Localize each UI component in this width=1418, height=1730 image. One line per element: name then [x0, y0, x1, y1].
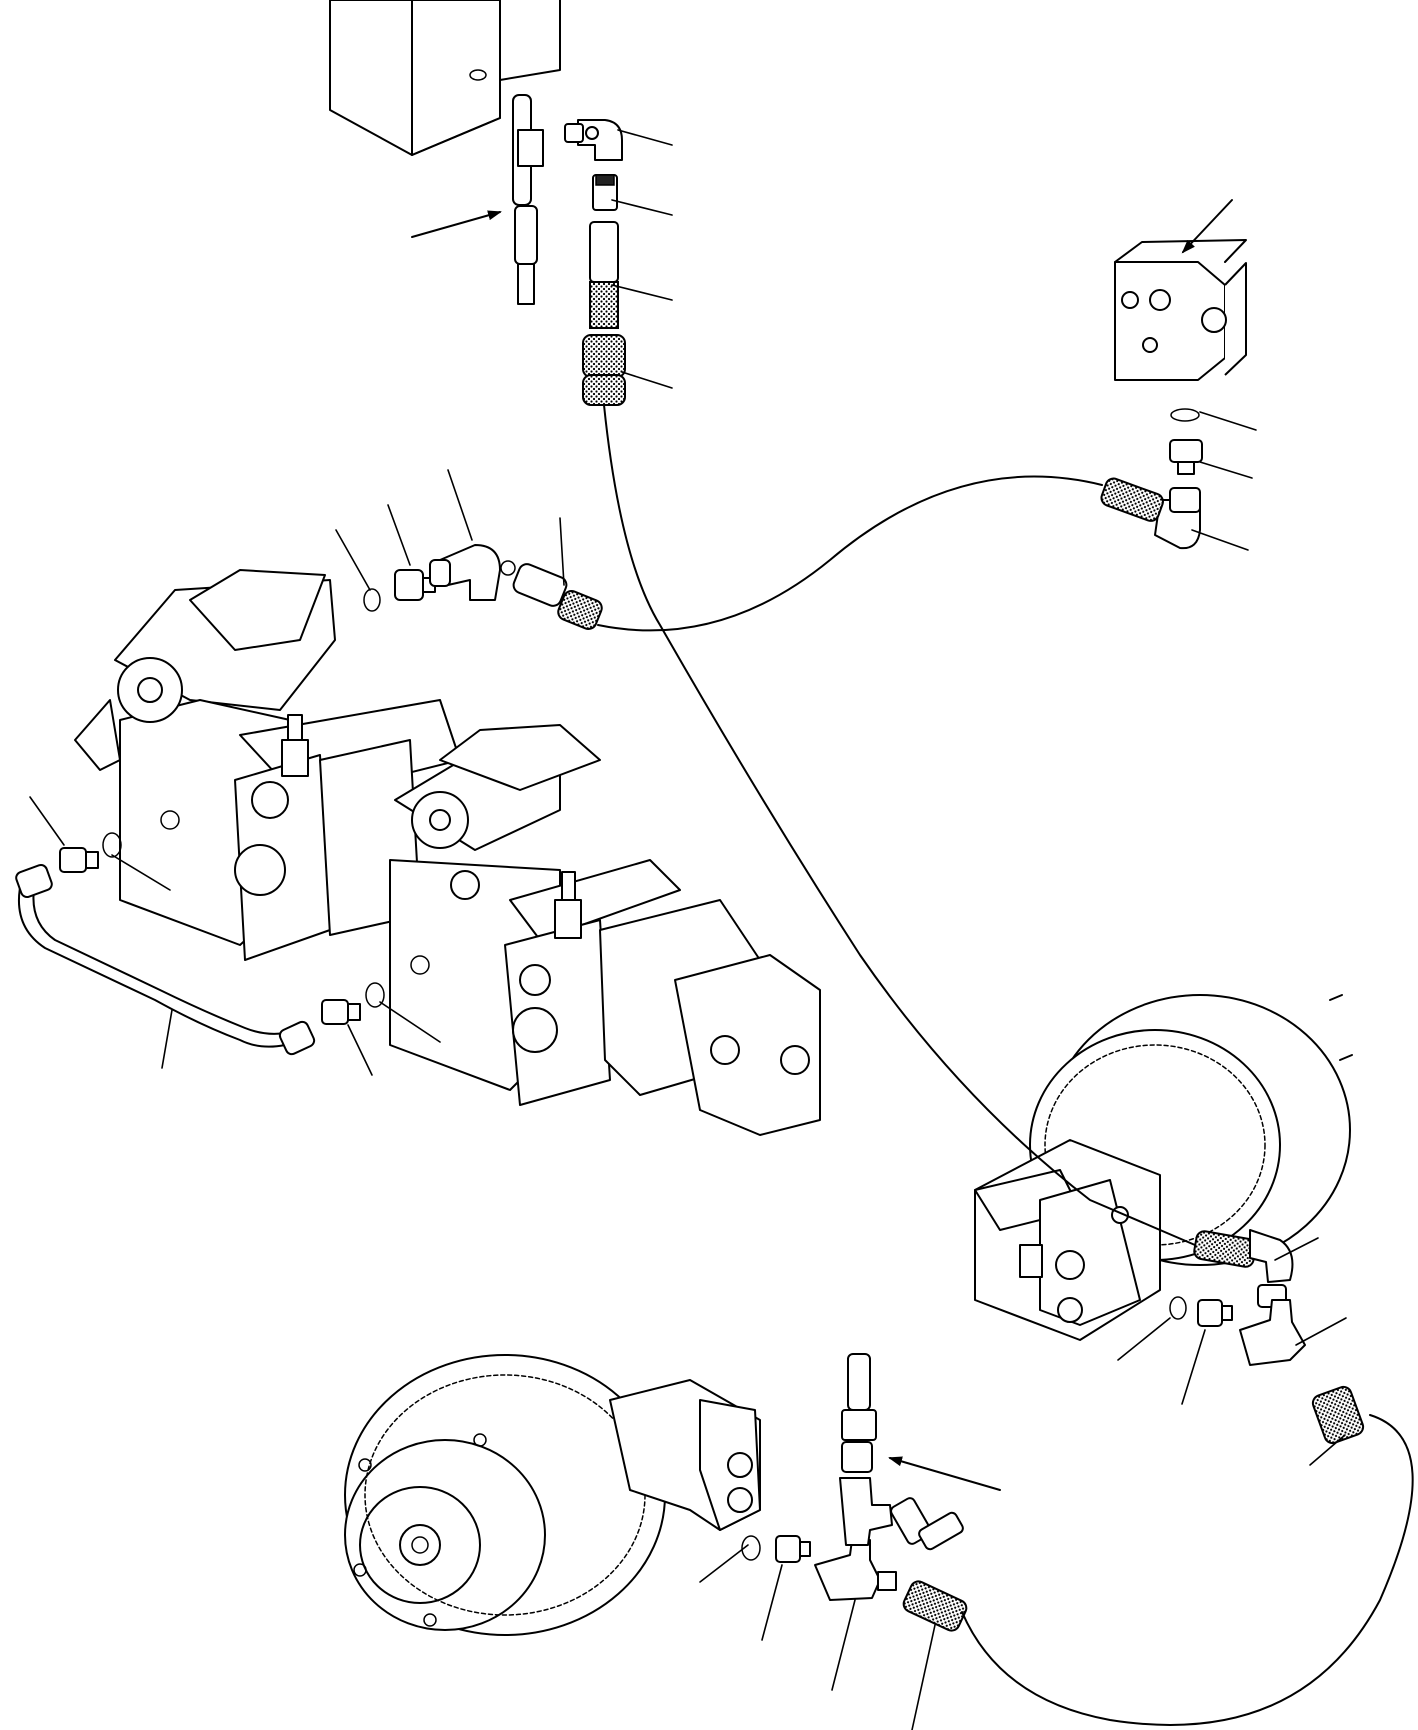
arrows: [411, 199, 1233, 1491]
leader-lines: [29, 129, 1347, 1730]
leader-4: [621, 371, 673, 389]
travel-motor-lower: [344, 1354, 761, 1636]
leader-18: [1295, 1317, 1347, 1346]
leader-23: [761, 1564, 783, 1641]
leader-2: [611, 199, 673, 216]
leader-3: [611, 284, 673, 301]
leader-15: [347, 1024, 373, 1076]
u-pipe: [15, 847, 361, 1056]
leader-11: [559, 517, 565, 586]
leader-17: [1274, 1237, 1319, 1261]
leader-9: [387, 504, 411, 566]
travel-motor-right: [974, 994, 1353, 1341]
leader-14: [161, 1009, 173, 1069]
fittings-right-top: [1100, 408, 1203, 550]
sensor-tube-top: [512, 94, 544, 305]
fittings-right-mid: [1169, 1229, 1365, 1445]
arrow-lower-tube: [888, 1456, 1001, 1491]
mount-block-right: [1114, 239, 1247, 381]
elbow-fitting-top: [564, 119, 626, 406]
leader-6: [1199, 461, 1253, 479]
leader-19: [1117, 1317, 1171, 1361]
tank-block: [329, 0, 561, 156]
fittings-mid: [363, 544, 603, 630]
leader-10: [447, 469, 473, 541]
leader-12: [29, 796, 65, 846]
pump-assembly: [74, 569, 821, 1136]
leader-5: [1199, 411, 1257, 431]
leader-16: [379, 1001, 441, 1043]
leader-25: [911, 1624, 936, 1730]
fittings-lower: [741, 1353, 968, 1632]
leader-8: [335, 529, 371, 591]
arrow-tank: [411, 210, 502, 238]
leader-22: [699, 1544, 749, 1583]
hoses: [597, 404, 1414, 1726]
leader-21: [1309, 1434, 1346, 1466]
leader-7: [1191, 529, 1249, 551]
leader-24: [831, 1599, 856, 1691]
arrow-mount-block: [1181, 199, 1233, 254]
leader-20: [1181, 1329, 1206, 1405]
leader-13: [111, 854, 171, 891]
leader-1: [617, 129, 673, 146]
